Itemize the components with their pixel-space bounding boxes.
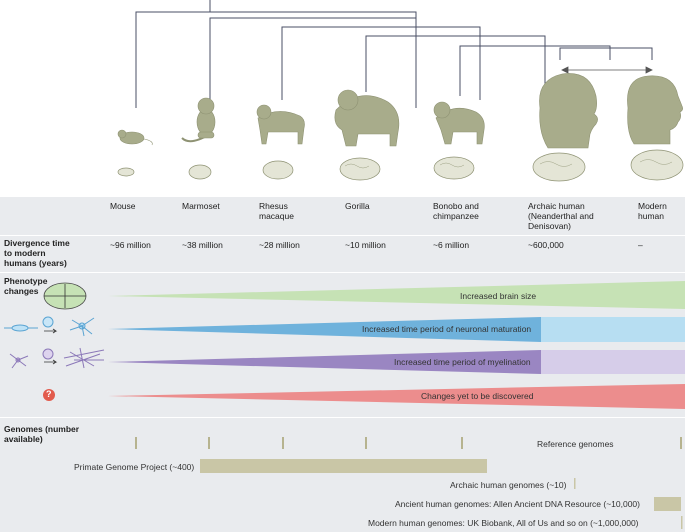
myelination-label: Increased time period of myelination	[394, 357, 531, 367]
archaic-human-head-icon	[539, 73, 598, 149]
archaic-human-brain-icon	[532, 152, 586, 182]
genomes-band	[0, 418, 685, 532]
primate-genome-label: Primate Genome Project (~400)	[74, 462, 195, 472]
species-label: Bonobo and chimpanzee	[433, 201, 479, 221]
myelination-wedge	[108, 350, 541, 374]
macaque-brain-icon	[262, 160, 294, 180]
divergence-value: ~38 million	[182, 240, 223, 250]
reference-tick	[680, 437, 682, 449]
question-mark-text: ?	[46, 389, 52, 399]
brain-size-wedge	[108, 281, 685, 309]
species-label-band	[0, 197, 685, 235]
modern-human-brain-icon	[630, 149, 684, 181]
modern-genome-label: Modern human genomes: UK Biobank, All of…	[368, 518, 639, 528]
undiscovered-changes-label: Changes yet to be discovered	[421, 391, 534, 401]
reference-genomes-label: Reference genomes	[537, 439, 614, 449]
undiscovered-changes-wedge	[108, 384, 685, 409]
reference-tick	[365, 437, 367, 449]
phenotype-title: Phenotype changes	[4, 276, 48, 296]
species-label: Mouse	[110, 201, 136, 211]
divergence-value: ~28 million	[259, 240, 300, 250]
gorilla-icon	[334, 89, 400, 147]
modern-human-head-icon	[627, 75, 683, 145]
species-label: Marmoset	[182, 201, 220, 211]
species-label: Archaic human (Neanderthal and Denisovan…	[528, 201, 594, 231]
species-label: Gorilla	[345, 201, 370, 211]
gorilla-brain-icon	[339, 157, 381, 181]
mouse-brain-icon	[117, 167, 135, 177]
divergence-value: ~10 million	[345, 240, 386, 250]
mouse-icon	[117, 129, 153, 146]
chimpanzee-icon	[433, 101, 485, 145]
macaque-icon	[256, 104, 305, 145]
primate-genome-bar	[200, 459, 487, 473]
species-label: Rhesus macaque	[259, 201, 294, 221]
divergence-value: ~6 million	[433, 240, 470, 250]
archaic-genome-label: Archaic human genomes (~10)	[450, 480, 567, 490]
chimpanzee-brain-icon	[433, 156, 475, 180]
archaic-genome-tick	[574, 478, 576, 489]
marmoset-icon	[181, 97, 216, 143]
marmoset-brain-icon	[188, 164, 212, 180]
neuronal-maturation-extension	[541, 317, 685, 342]
ancient-genome-label: Ancient human genomes: Allen Ancient DNA…	[395, 499, 640, 509]
brain-size-label: Increased brain size	[460, 291, 537, 301]
question-mark-icon	[43, 389, 55, 401]
divergence-value: ~96 million	[110, 240, 151, 250]
neuronal-maturation-label: Increased time period of neuronal matura…	[362, 324, 532, 334]
divergence-title: Divergence time to modern humans (years)	[4, 238, 70, 268]
divergence-value: ~600,000	[528, 240, 564, 250]
phylogenetic-tree	[135, 0, 653, 108]
neuronal-maturation-wedge	[108, 317, 541, 342]
reference-tick	[461, 437, 463, 449]
divergence-band	[0, 236, 685, 272]
modern-genome-tick	[681, 516, 683, 529]
ancient-genome-bar	[654, 497, 681, 511]
reference-tick	[135, 437, 137, 449]
myelination-icon	[9, 347, 105, 369]
genomes-title: Genomes (number available)	[4, 424, 80, 444]
divergence-value: –	[638, 240, 643, 250]
myelination-extension	[541, 350, 685, 374]
reference-tick	[282, 437, 284, 449]
reference-tick	[208, 437, 210, 449]
interbreeding-arrow	[561, 66, 653, 74]
neuron-maturation-icon	[4, 316, 95, 337]
brain-size-icon	[43, 282, 87, 310]
species-label: Modern human	[638, 201, 667, 221]
